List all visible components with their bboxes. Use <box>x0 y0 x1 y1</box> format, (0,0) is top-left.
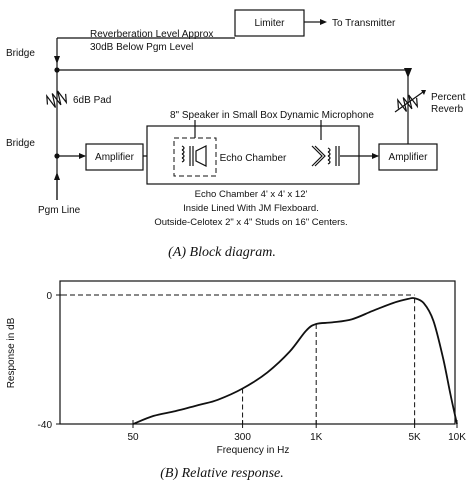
x-tick-label: 10K <box>448 432 466 443</box>
pot-arrow-shaft <box>394 91 424 113</box>
note-line2: Inside Lined With JM Flexboard. <box>183 203 319 214</box>
amplifier-right-label: Amplifier <box>389 152 429 163</box>
amplifier-left-label: Amplifier <box>95 152 135 163</box>
reverb-level-line2: 30dB Below Pgm Level <box>90 42 193 53</box>
arrow-to-transmitter <box>320 19 327 25</box>
amplifier-left-box <box>85 143 144 171</box>
pgm-line-label: Pgm Line <box>38 205 81 216</box>
microphone-icon <box>311 145 340 167</box>
arrow-pgm <box>54 172 60 180</box>
caption-b: (B) Relative response. <box>160 466 284 481</box>
to-transmitter-label: To Transmitter <box>332 18 396 29</box>
arrow-return <box>404 68 412 78</box>
amplifier-right-box <box>378 143 438 171</box>
microphone-label: Dynamic Microphone <box>280 110 374 121</box>
pad-label: 6dB Pad <box>73 95 111 106</box>
arrow-up-to-bridge <box>54 56 60 64</box>
pot-arrow-head <box>421 90 426 95</box>
pad-resistor-icon <box>46 90 68 108</box>
x-tick-label: 5K <box>408 432 421 443</box>
limiter-label: Limiter <box>254 18 285 29</box>
echo-chamber-label: Echo Chamber <box>220 153 287 164</box>
x-tick-label: 1K <box>310 432 323 443</box>
bridge-bottom-label: Bridge <box>6 138 35 149</box>
speaker-label: 8" Speaker in Small Box <box>170 110 278 121</box>
x-tick-label: 300 <box>234 432 251 443</box>
arrow-amp-left <box>79 153 86 159</box>
arrow-amp-right <box>372 153 379 159</box>
block-diagram: Limiter To Transmitter Bridge Reverberat… <box>6 9 466 260</box>
response-curve-0 <box>132 297 458 425</box>
chart-frame <box>59 280 456 425</box>
note-line1: Echo Chamber 4' x 4' x 12' <box>195 189 308 200</box>
percent-label-line1: Percent <box>431 92 466 103</box>
response-chart: Response in dB Frequency in Hz (B) Relat… <box>6 280 466 481</box>
y-tick-label: 0 <box>46 291 52 302</box>
speaker-icon <box>181 145 207 167</box>
bridge-top-label: Bridge <box>6 48 35 59</box>
caption-a: (A) Block diagram. <box>168 245 276 260</box>
x-axis-label: Frequency in Hz <box>217 445 290 456</box>
y-tick-label: -40 <box>38 420 53 431</box>
bridge-top-node <box>54 67 60 73</box>
reverb-level-line1: Reverberation Level Approx <box>90 29 213 40</box>
y-axis-label: Response in dB <box>6 317 17 388</box>
limiter-box <box>234 9 305 37</box>
percent-label-line2: Reverb <box>431 104 464 115</box>
x-tick-label: 50 <box>127 432 139 443</box>
note-line3: Outside-Celotex 2" x 4" Studs on 16" Cen… <box>154 217 347 228</box>
